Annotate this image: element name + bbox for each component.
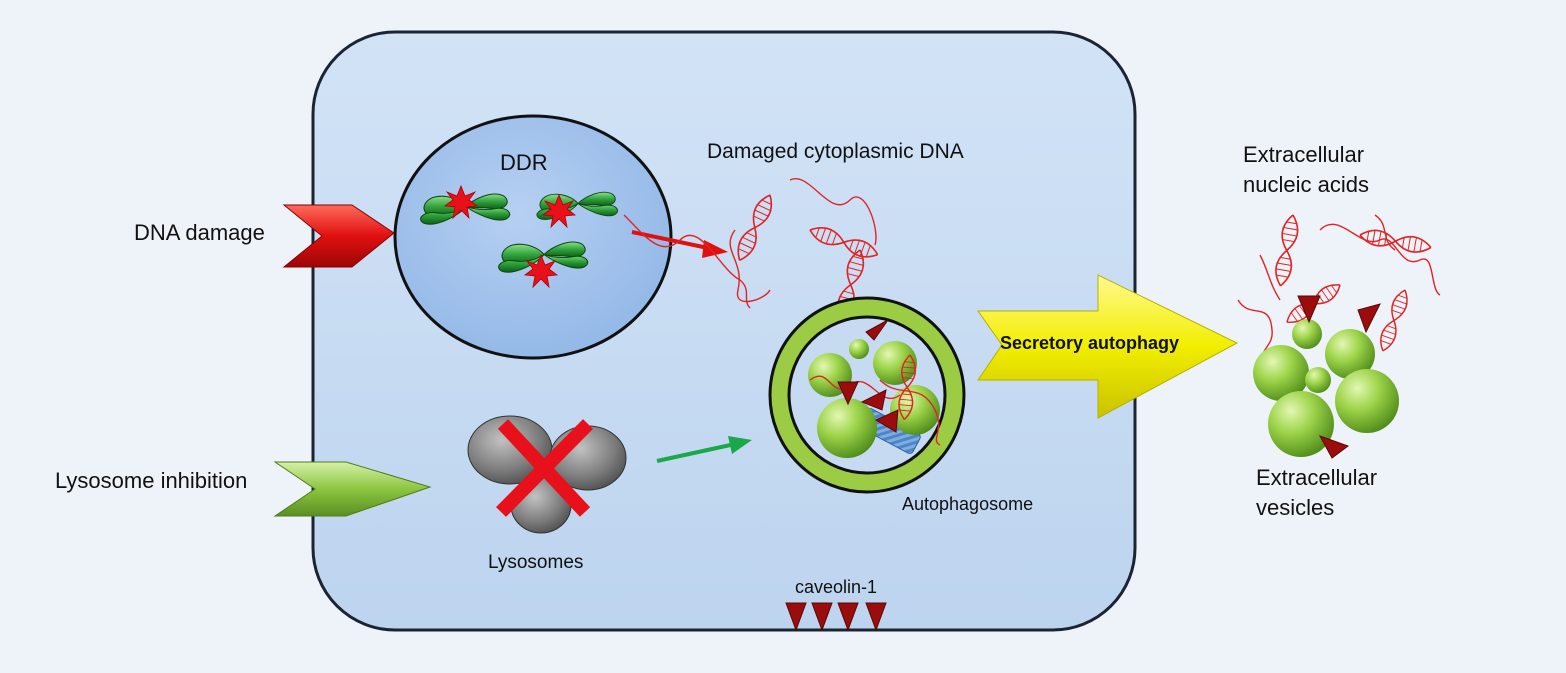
- caveolin-triangle-icon: [865, 602, 887, 632]
- caveolin-triangle-icon: [1318, 435, 1350, 459]
- inhibition-x-cross-icon: [496, 419, 593, 517]
- lysosome-inhibition-label: Lysosome inhibition: [55, 468, 247, 493]
- extracellular-vesicles-label-line2: vesicles: [1256, 495, 1334, 520]
- caveolin-triangle-icon: [865, 319, 889, 341]
- lysosome-to-autophagosome-arrow-line: [656, 442, 736, 463]
- dna-damage-label: DNA damage: [134, 220, 265, 245]
- caveolin-triangle-row: [785, 602, 887, 632]
- caveolin-triangle-icon: [860, 389, 887, 411]
- caveolin-triangle-icon: [874, 409, 899, 433]
- extracellular-vesicle: [1292, 319, 1322, 349]
- caveolin-triangle-icon: [837, 602, 859, 632]
- dna-damage-arrow: [282, 204, 395, 268]
- damaged-cytoplasmic-dna-label: Damaged cytoplasmic DNA: [707, 140, 964, 163]
- lysosome-to-autophagosome-arrow-head: [728, 436, 752, 454]
- cytoplasmic-dna-strands: [623, 177, 882, 323]
- lysosome-inhibition-arrow: [273, 461, 432, 517]
- nucleus: [393, 114, 673, 360]
- inner-vesicle: [817, 398, 877, 458]
- ddr-label: DDR: [500, 150, 548, 175]
- lysosomes-label: Lysosomes: [488, 552, 583, 573]
- inner-vesicle: [873, 341, 917, 385]
- caveolin-triangle-icon: [837, 381, 859, 406]
- inner-vesicle: [849, 339, 869, 359]
- inner-vesicle: [890, 385, 940, 435]
- extracellular-nucleic-acids-label-line2: nucleic acids: [1243, 172, 1369, 197]
- secretory-autophagy-label: Secretory autophagy: [1000, 333, 1179, 353]
- caveolin-label: caveolin-1: [795, 577, 877, 597]
- caveolin-triangle-icon: [811, 602, 833, 632]
- extracellular-vesicles-label-line1: Extracellular: [1256, 465, 1377, 490]
- extracellular-vesicle: [1253, 345, 1309, 401]
- extracellular-vesicle: [1325, 329, 1375, 379]
- export-arrow-head: [702, 240, 728, 258]
- extracellular-vesicle: [1335, 369, 1399, 433]
- extracellular-vesicle: [1305, 367, 1331, 393]
- caveolin-triangle-icon: [1297, 295, 1321, 324]
- secretory-autophagy-arrow: [977, 274, 1239, 419]
- autophagosome-label: Autophagosome: [902, 494, 1033, 514]
- export-arrow-line: [631, 230, 709, 250]
- extracellular-vesicle: [1268, 391, 1334, 457]
- extracellular-nucleic-acids-label-line1: Extracellular: [1243, 142, 1364, 167]
- caveolin-triangle-icon: [1357, 303, 1381, 334]
- caveolin-triangle-icon: [785, 602, 807, 632]
